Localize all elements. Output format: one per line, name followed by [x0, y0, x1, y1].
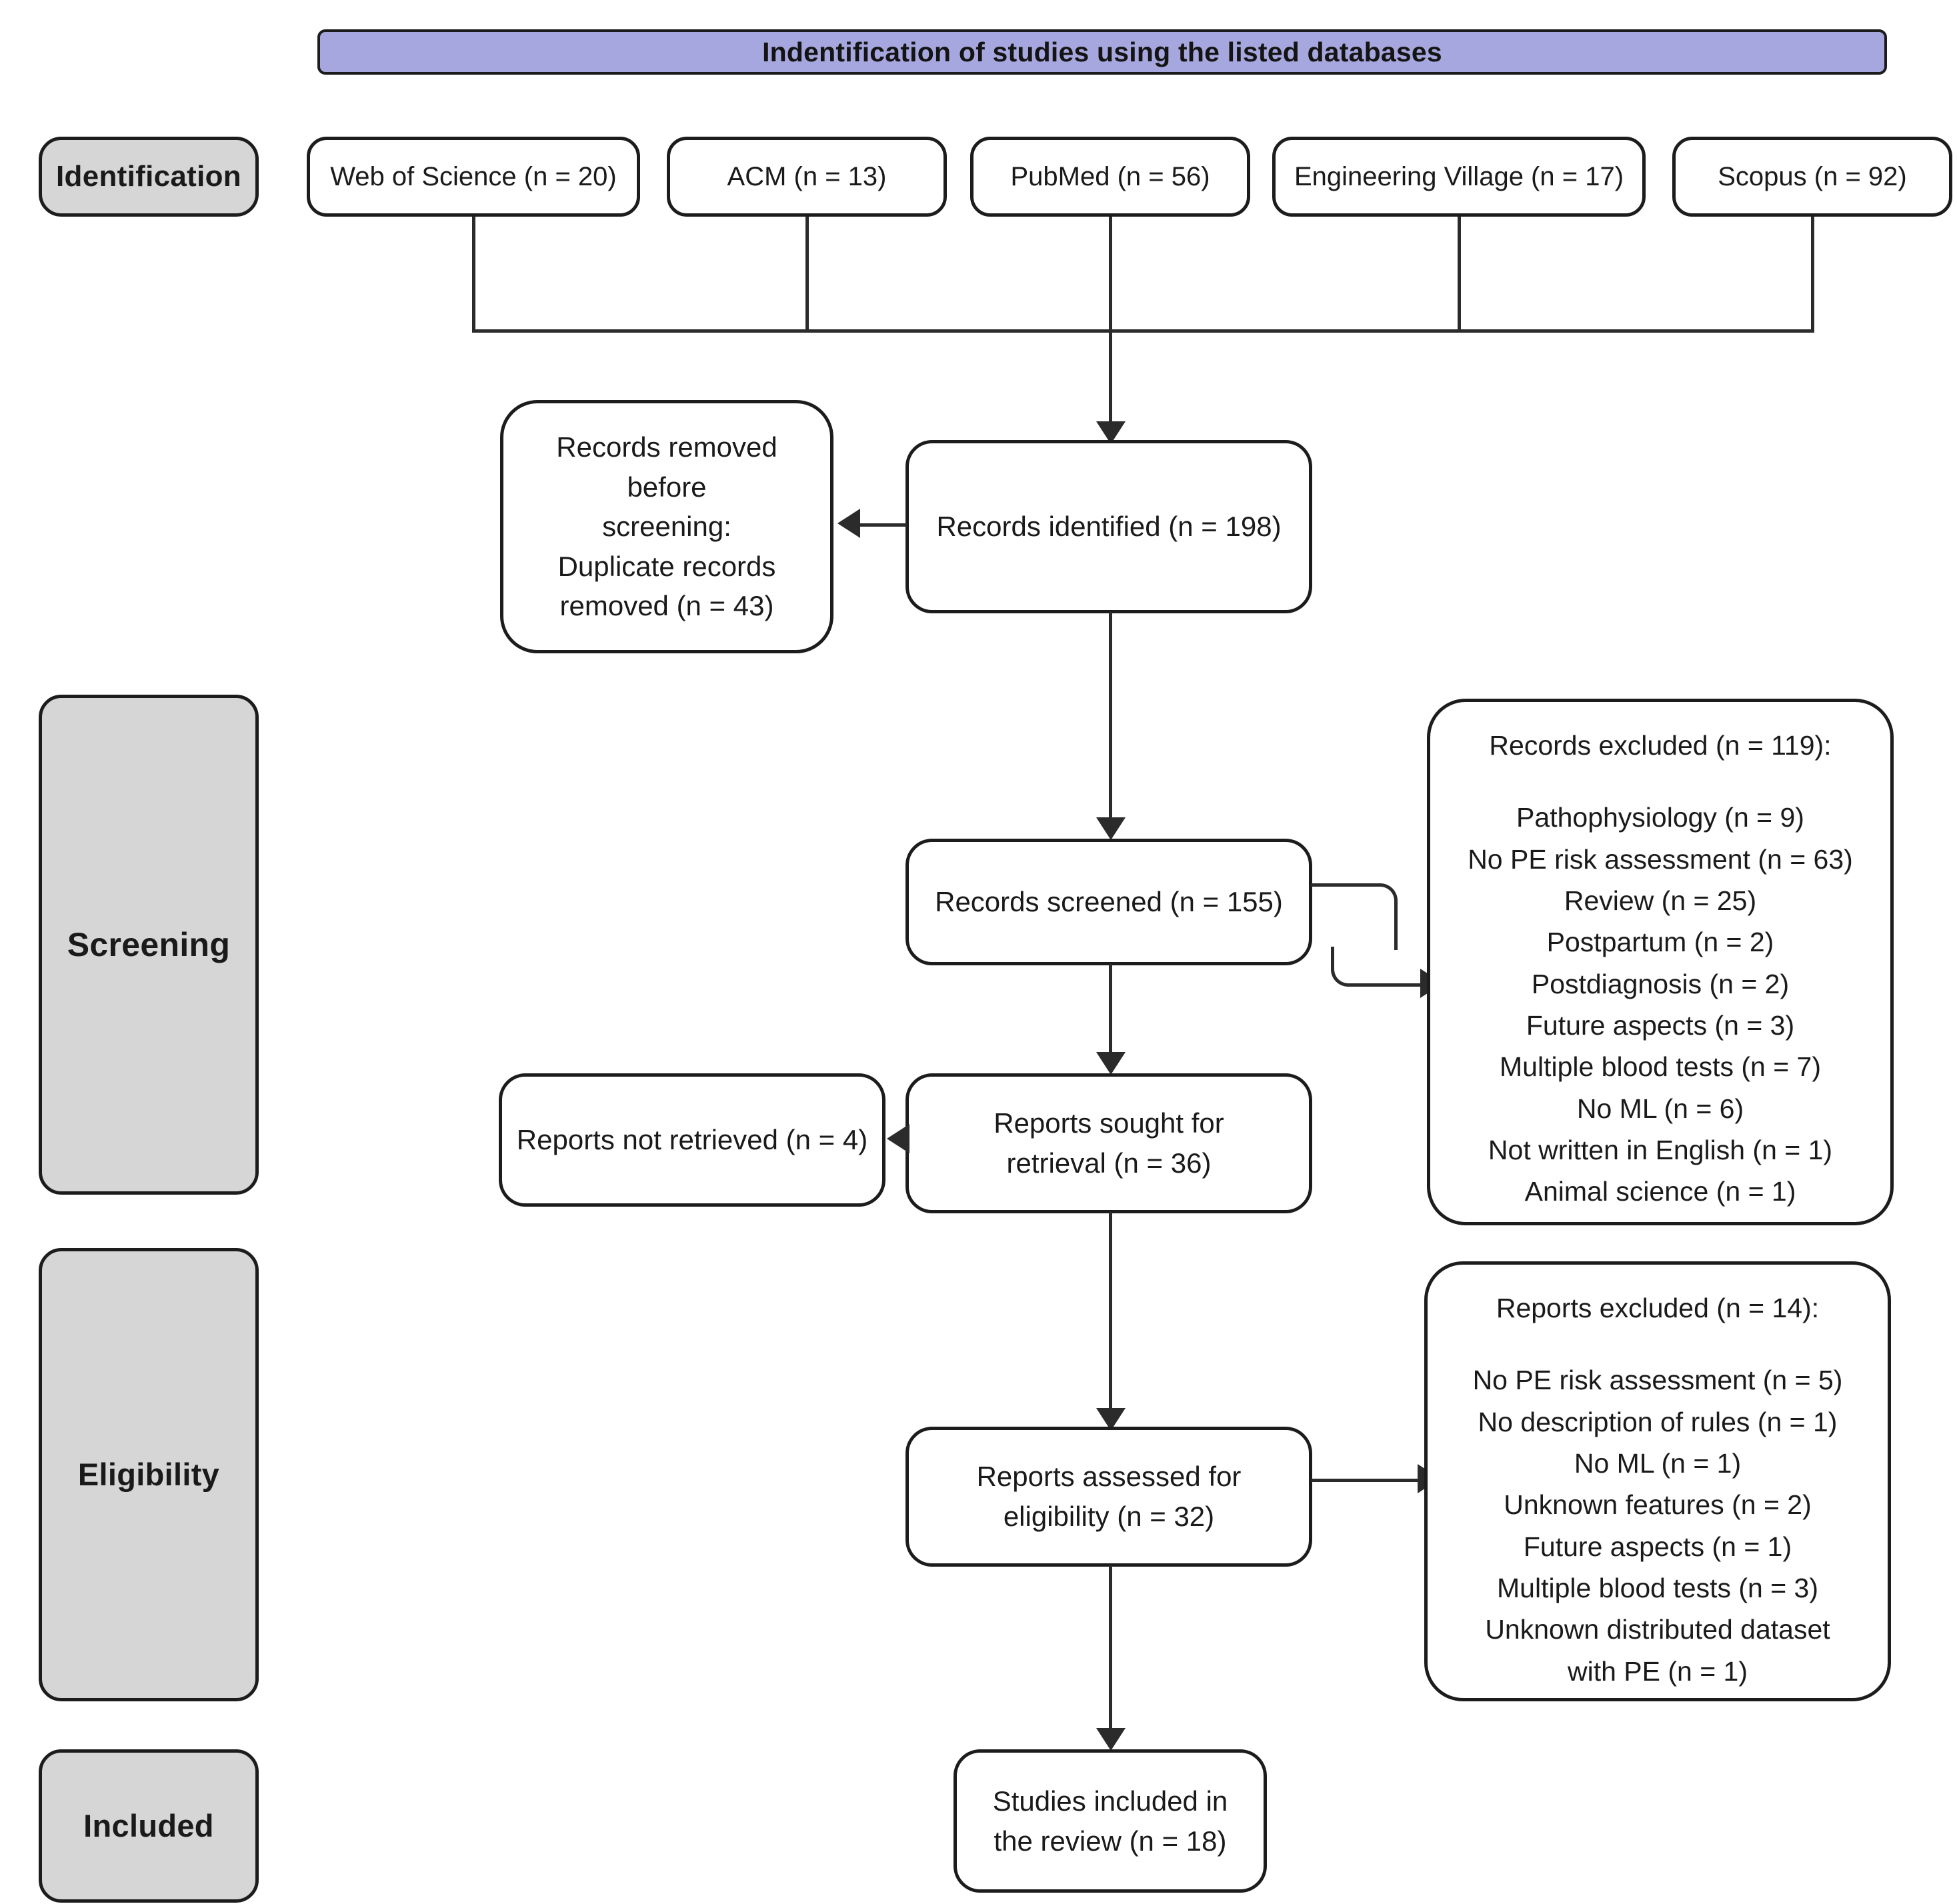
connector-screened-to-sought: [1109, 964, 1112, 1057]
arrowhead-to-records-screened: [1096, 817, 1126, 840]
records-excluded-reason-2: Review (n = 25): [1564, 885, 1757, 916]
connector-screened-to-excluded-elbow2: [1331, 947, 1398, 987]
records-excluded-reason-6: Multiple blood tests (n = 7): [1500, 1051, 1821, 1083]
reports-assessed-line-2: eligibility (n = 32): [1003, 1501, 1215, 1532]
records-excluded-reason-8: Not written in English (n = 1): [1488, 1134, 1833, 1165]
flow-box-reports-excluded: Reports excluded (n = 14): No PE risk as…: [1424, 1261, 1891, 1701]
connector-identified-to-screened: [1109, 612, 1112, 822]
stage-label-included: Included: [39, 1749, 259, 1903]
records-excluded-reason-3: Postpartum (n = 2): [1546, 927, 1774, 958]
records-excluded-heading: Records excluded (n = 119):: [1489, 730, 1832, 761]
connector-screened-to-excluded-seg1: [1311, 883, 1378, 887]
records-removed-line-1: Records removed before: [556, 431, 777, 503]
flow-box-reports-sought: Reports sought for retrieval (n = 36): [905, 1073, 1312, 1213]
reports-excluded-reason-2: No ML (n = 1): [1574, 1447, 1742, 1479]
flow-box-records-excluded: Records excluded (n = 119): Pathophysiol…: [1427, 699, 1894, 1225]
connector-bus-to-records-identified: [1109, 329, 1112, 427]
studies-included-line-2: the review (n = 18): [994, 1825, 1227, 1857]
connector-web-of-science-down: [472, 217, 475, 332]
db-box-scopus: Scopus (n = 92): [1672, 137, 1952, 217]
db-box-engineering-village: Engineering Village (n = 17): [1272, 137, 1646, 217]
connector-screened-to-excluded-seg2: [1374, 983, 1426, 987]
connector-pubmed-down: [1109, 217, 1112, 332]
reports-excluded-reason-7: with PE (n = 1): [1567, 1655, 1748, 1687]
arrowhead-to-reports-not-retrieved: [887, 1124, 909, 1153]
db-box-acm: ACM (n = 13): [667, 137, 947, 217]
db-box-pubmed: PubMed (n = 56): [970, 137, 1250, 217]
connector-assessed-to-included: [1109, 1565, 1112, 1732]
connector-sought-to-assessed: [1109, 1212, 1112, 1412]
flow-box-reports-assessed: Reports assessed for eligibility (n = 32…: [905, 1427, 1312, 1567]
stage-label-identification: Identification: [39, 137, 259, 217]
db-box-web-of-science: Web of Science (n = 20): [307, 137, 640, 217]
connector-identified-to-removed: [860, 523, 907, 527]
reports-excluded-reason-6: Unknown distributed dataset: [1485, 1614, 1830, 1645]
connector-assessed-to-excluded: [1311, 1479, 1424, 1482]
arrowhead-to-studies-included: [1096, 1728, 1126, 1751]
records-removed-line-2: screening:: [602, 511, 731, 543]
reports-excluded-heading: Reports excluded (n = 14):: [1496, 1293, 1820, 1323]
reports-excluded-reason-4: Future aspects (n = 1): [1523, 1531, 1792, 1562]
studies-included-line-1: Studies included in: [992, 1785, 1228, 1817]
stage-label-eligibility: Eligibility: [39, 1248, 259, 1701]
records-removed-line-4: removed (n = 43): [559, 590, 774, 622]
arrowhead-to-reports-sought: [1096, 1052, 1126, 1075]
connector-screened-to-excluded-elbow: [1358, 883, 1398, 950]
reports-assessed-line-1: Reports assessed for: [976, 1461, 1242, 1493]
reports-sought-line-2: retrieval (n = 36): [1006, 1147, 1212, 1179]
connector-engineering-village-down: [1458, 217, 1461, 332]
records-excluded-reason-7: No ML (n = 6): [1576, 1093, 1744, 1124]
reports-excluded-reason-3: Unknown features (n = 2): [1504, 1489, 1812, 1521]
reports-excluded-reason-1: No description of rules (n = 1): [1478, 1406, 1838, 1437]
records-excluded-reason-5: Future aspects (n = 3): [1526, 1009, 1795, 1041]
records-excluded-reason-4: Postdiagnosis (n = 2): [1531, 968, 1790, 999]
records-excluded-reason-9: Animal science (n = 1): [1524, 1176, 1796, 1207]
flow-box-reports-not-retrieved: Reports not retrieved (n = 4): [499, 1073, 885, 1207]
reports-excluded-reason-5: Multiple blood tests (n = 3): [1497, 1572, 1818, 1603]
diagram-banner-title: Indentification of studies using the lis…: [317, 29, 1887, 75]
reports-excluded-reason-0: No PE risk assessment (n = 5): [1472, 1365, 1843, 1396]
flow-box-records-removed: Records removed before screening: Duplic…: [500, 400, 833, 653]
connector-databases-bus: [472, 329, 1814, 333]
flow-box-records-screened: Records screened (n = 155): [905, 839, 1312, 965]
records-excluded-reason-0: Pathophysiology (n = 9): [1516, 802, 1804, 833]
flow-box-records-identified: Records identified (n = 198): [905, 440, 1312, 613]
records-excluded-reason-1: No PE risk assessment (n = 63): [1468, 843, 1853, 875]
connector-acm-down: [805, 217, 809, 332]
arrowhead-to-records-removed: [837, 509, 860, 538]
stage-label-screening: Screening: [39, 695, 259, 1195]
connector-scopus-down: [1811, 217, 1814, 332]
reports-sought-line-1: Reports sought for: [994, 1107, 1224, 1139]
records-removed-line-3: Duplicate records: [557, 550, 776, 582]
flow-box-studies-included: Studies included in the review (n = 18): [953, 1749, 1267, 1893]
